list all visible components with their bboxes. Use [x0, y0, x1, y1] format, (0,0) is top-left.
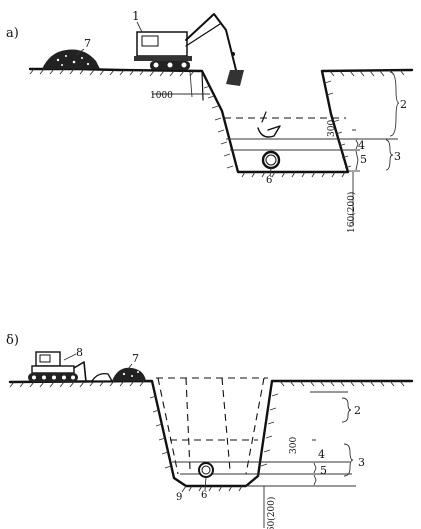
leader-excavator — [136, 21, 143, 33]
dim-offset-a: 1000 — [150, 91, 173, 101]
dim-layer-b: 300 — [289, 437, 299, 454]
bucket-arm-a — [261, 111, 267, 123]
brace-4-b — [313, 462, 317, 474]
brace-2-a — [389, 71, 400, 137]
ground-hatching-b — [9, 380, 405, 492]
callout-layer-lower-a: 5 — [360, 153, 367, 166]
ground-hatching-a — [29, 68, 405, 178]
dim-tick-offset-a — [189, 71, 193, 98]
callout-layer-upper-b: 4 — [318, 448, 325, 461]
brace-2-b — [341, 397, 352, 423]
callout-edge-b: 9 — [176, 492, 182, 503]
brace-3-b — [343, 443, 354, 477]
leader-pipe-a — [269, 167, 272, 177]
dim-layer-a: 300 — [327, 120, 337, 137]
bulldozer-icon — [28, 351, 87, 383]
spoil-texture-b — [122, 371, 139, 377]
ground-profile-b — [8, 379, 414, 488]
brace-3-a — [385, 139, 394, 171]
excavator-icon — [134, 13, 244, 86]
callout-pipe-a: 6 — [266, 175, 272, 186]
bucket-sketch-a — [257, 125, 281, 138]
callout-base-b: 3 — [358, 456, 365, 469]
trench-edge-line-a — [201, 70, 204, 101]
callout-excavator: 1 — [132, 9, 140, 23]
leader-bulldozer — [63, 353, 77, 361]
callout-spoil-a: 7 — [84, 37, 91, 50]
panel-label-b: δ) — [6, 333, 19, 348]
callout-bulldozer: 8 — [76, 346, 83, 359]
diagram-b: δ) — [6, 333, 414, 529]
dim-bottom-a: 160(200) — [346, 192, 357, 233]
pipe-inner-a — [265, 154, 277, 166]
leader-spoil-a — [75, 48, 85, 56]
leader-pipe-b — [204, 476, 207, 491]
panel-label-a: a) — [6, 26, 19, 41]
diagram-a: a) 7 — [6, 9, 414, 233]
leader-spoil-b — [127, 363, 133, 370]
spoil-texture-a — [56, 55, 90, 66]
dashed-shoring-b — [156, 377, 268, 475]
brace-4-a — [355, 139, 359, 150]
callout-layer-upper-a: 4 — [358, 139, 365, 152]
dim-tick-layer-b — [312, 439, 316, 463]
ground-profile-a — [28, 67, 414, 174]
leader-edge-b — [181, 485, 187, 493]
pipe-inner-b — [201, 465, 211, 475]
callout-layer-lower-b: 5 — [320, 464, 327, 477]
callout-pipe-b: 6 — [201, 490, 207, 501]
callout-depth-b: 2 — [354, 404, 361, 417]
spoil-pile-small-b — [90, 373, 114, 382]
spoil-heap-a — [42, 49, 100, 69]
dim-bottom-b: 160(200) — [266, 497, 277, 529]
callout-spoil-b: 7 — [132, 352, 139, 365]
callout-base-a: 3 — [394, 150, 401, 163]
dim-tick-layer-a — [352, 129, 356, 140]
callout-depth-a: 2 — [400, 98, 407, 111]
spoil-heap-b — [112, 367, 146, 381]
pipe-b — [198, 462, 214, 478]
brace-5-a — [355, 150, 359, 171]
brace-5-b — [313, 474, 317, 486]
pipe-a — [261, 150, 281, 170]
